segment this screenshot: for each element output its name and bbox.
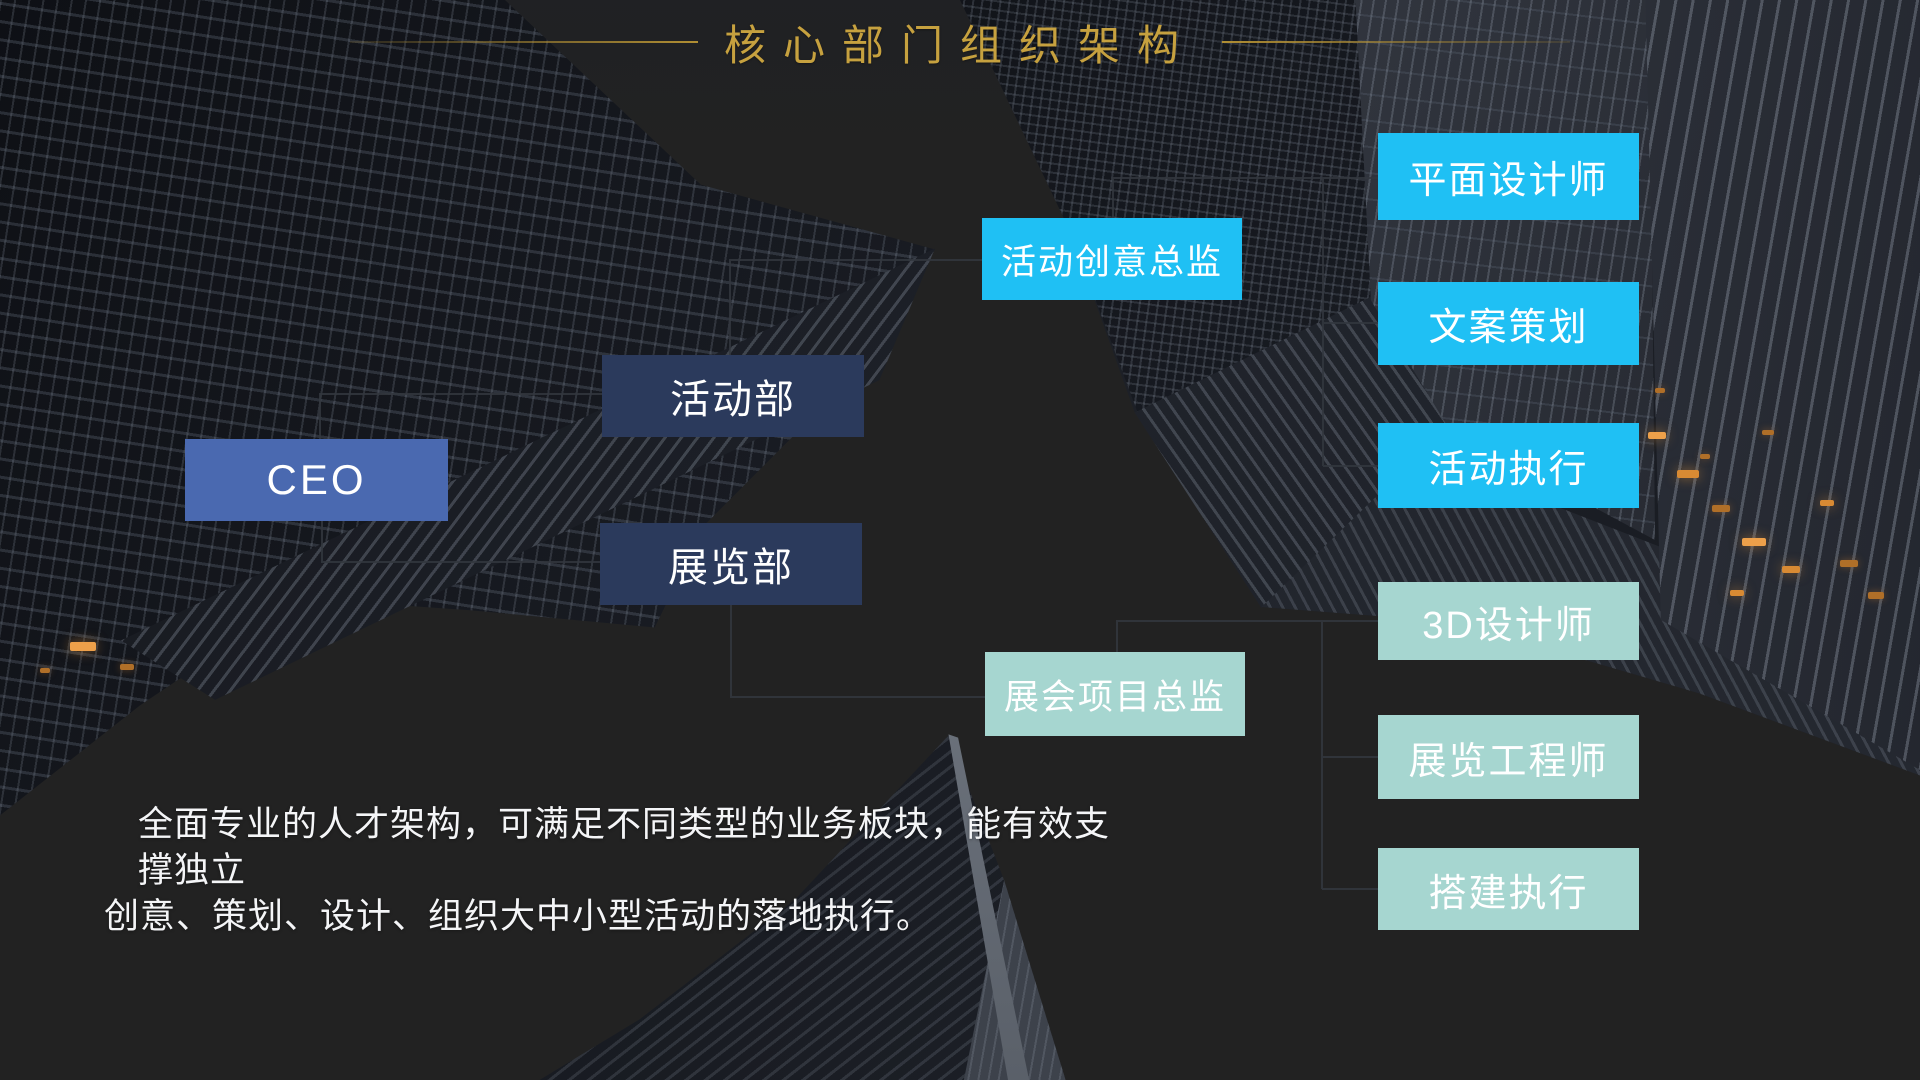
org-node-ceo: CEO: [185, 439, 448, 521]
lit-window: [1648, 432, 1666, 439]
lit-window: [1868, 592, 1884, 599]
lit-window: [120, 664, 134, 670]
org-node-copywriter: 文案策划: [1378, 282, 1639, 365]
lit-window: [40, 668, 50, 673]
lit-window: [1730, 590, 1744, 596]
lit-window: [1712, 505, 1730, 512]
lit-window: [1762, 430, 1774, 435]
lit-window: [70, 642, 96, 651]
lit-window: [1677, 470, 1699, 478]
org-node-project-director: 展会项目总监: [985, 652, 1245, 736]
title-divider-right: [1222, 41, 1570, 43]
description-line-1: 全面专业的人才架构，可满足不同类型的业务板块，能有效支撑独立: [138, 805, 1111, 890]
slide-title-row: 核心部门组织架构: [0, 16, 1920, 69]
org-node-creative-director: 活动创意总监: [982, 218, 1242, 300]
lit-window: [1820, 500, 1834, 506]
lit-window: [1655, 388, 1665, 393]
lit-window: [1742, 538, 1766, 546]
org-node-exhibition-engineer: 展览工程师: [1378, 715, 1639, 799]
org-node-exhibition-dept: 展览部: [600, 523, 862, 605]
org-node-graphic-designer: 平面设计师: [1378, 133, 1639, 220]
page-title: 核心部门组织架构: [723, 21, 1196, 69]
lit-window: [1782, 566, 1800, 573]
lit-window: [1840, 560, 1858, 567]
org-node-activity-execution: 活动执行: [1378, 423, 1639, 508]
lit-window: [1700, 454, 1710, 459]
title-divider-left: [349, 41, 698, 43]
org-node-activity-dept: 活动部: [602, 355, 864, 437]
description-line-2: 创意、策划、设计、组织大中小型活动的落地执行。: [104, 897, 933, 936]
org-node-3d-designer: 3D设计师: [1378, 582, 1639, 660]
org-node-construction-execution: 搭建执行: [1378, 848, 1639, 930]
description-text: 全面专业的人才架构，可满足不同类型的业务板块，能有效支撑独立 创意、策划、设计、…: [104, 802, 1134, 940]
